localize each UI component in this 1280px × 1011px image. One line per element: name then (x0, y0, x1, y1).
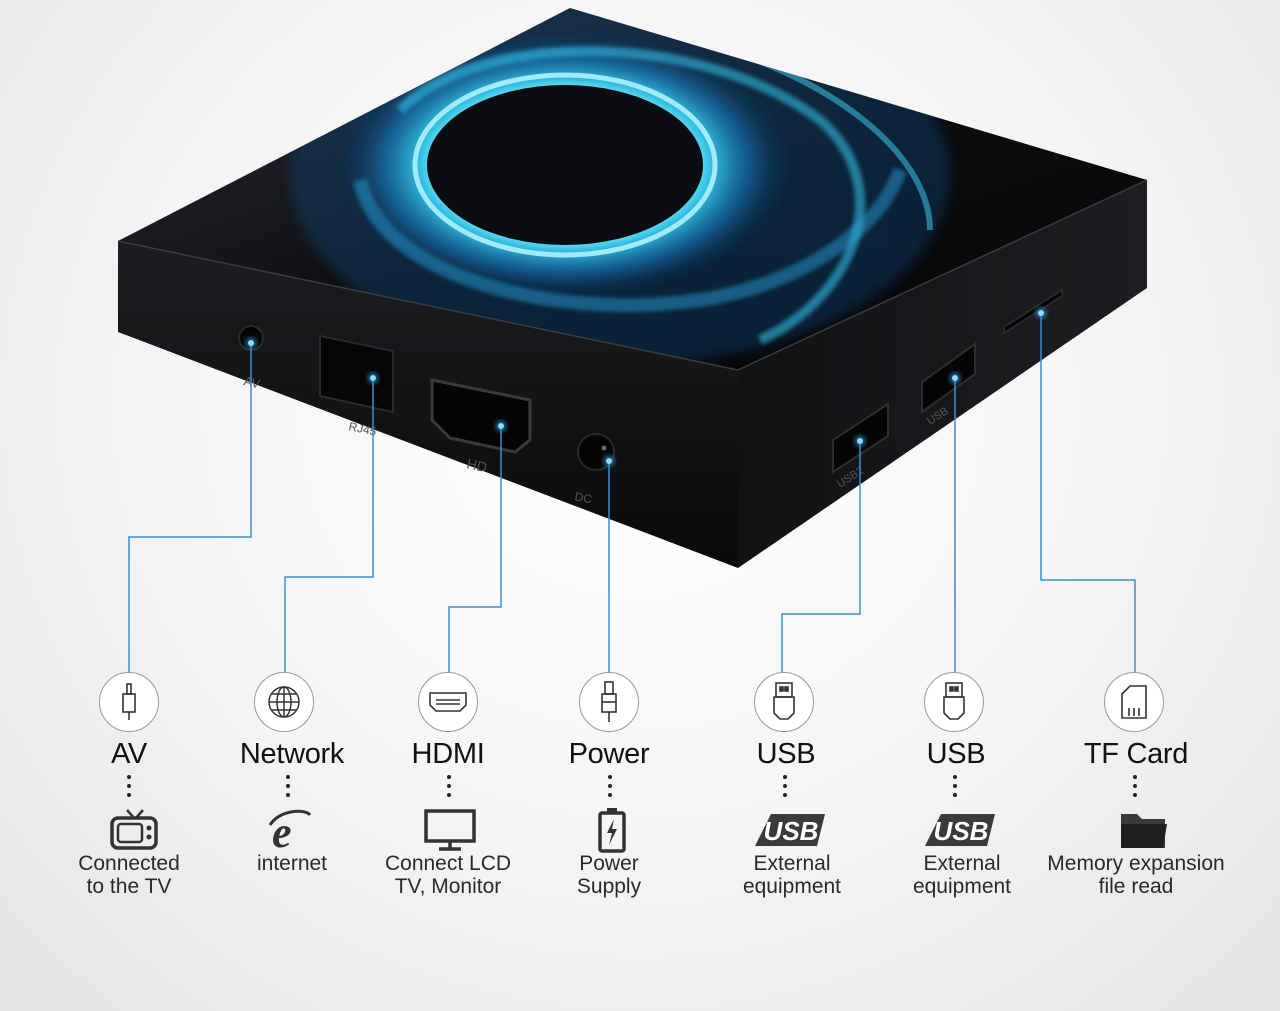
port-description: Connect LCD TV, Monitor (384, 852, 512, 898)
port-description: External equipment (742, 852, 842, 898)
usb-plug-icon (754, 672, 814, 732)
ethernet-port (319, 334, 394, 414)
hdmi-port-icon (418, 672, 478, 732)
av-port-label: AV (242, 373, 261, 391)
av-connector (128, 343, 252, 672)
audio-jack-icon (99, 672, 159, 732)
port-title: USB (756, 738, 816, 770)
hdmi-connector (448, 426, 502, 672)
port-title: AV (111, 738, 147, 770)
dotted-separator (952, 775, 958, 801)
port-title: TF Card (1083, 738, 1189, 770)
port-title: Power (568, 738, 650, 770)
battery-icon (582, 806, 642, 854)
internet-explorer-icon: e (260, 806, 320, 854)
tv-icon (104, 806, 164, 854)
globe-icon (254, 672, 314, 732)
port-item-hdmi: HDMI Connect LCD TV, Monitor (348, 0, 548, 1011)
port-title: HDMI (411, 738, 485, 770)
svg-text:USB: USB (764, 816, 819, 846)
connector-lines (128, 313, 1136, 672)
blue-ring-graphic (290, 8, 950, 365)
port-description: Connected to the TV (78, 852, 180, 898)
port-item-av: AV Connected to the TV (29, 0, 229, 1011)
dotted-separator (446, 775, 452, 801)
dotted-separator (607, 775, 613, 801)
usb-plug-icon (924, 672, 984, 732)
dotted-separator (126, 775, 132, 801)
sd-card-icon (1104, 672, 1164, 732)
dotted-separator (782, 775, 788, 801)
power-plug-icon (579, 672, 639, 732)
dc-port-label: DC (573, 489, 593, 506)
tv-box-device: AV RJ45 HD DC USB2 USB (117, 8, 1148, 568)
box-front-face (118, 241, 738, 568)
usb-logo-icon: USB (750, 806, 830, 854)
usb1-connector (781, 441, 861, 672)
port-highlight-dots (245, 307, 1047, 467)
tf-connector (1040, 313, 1136, 672)
usb-port-2 (921, 342, 976, 414)
port-description: Memory expansion file read (1047, 852, 1225, 898)
port-item-network: Network e internet (192, 0, 392, 1011)
monitor-icon (420, 806, 480, 854)
port-item-power: Power Power Supply (509, 0, 709, 1011)
hdmi-port-label: HD (465, 455, 488, 475)
dotted-separator (285, 775, 291, 801)
folder-icon (1114, 806, 1174, 854)
port-description: External equipment (912, 852, 1012, 898)
port-description: Power Supply (576, 852, 642, 898)
port-item-usb-2: USB USB External equipment (856, 0, 1056, 1011)
port-item-tf-card: TF Card Memory expansion file read (1036, 0, 1236, 1011)
port-item-usb-1: USB USB External equipment (686, 0, 886, 1011)
dotted-separator (1132, 775, 1138, 801)
port-title: Network (239, 738, 345, 770)
tf-card-slot (1003, 288, 1063, 335)
network-connector (284, 378, 374, 672)
hdmi-port (430, 378, 532, 454)
svg-text:USB: USB (934, 816, 989, 846)
port-description: internet (256, 852, 328, 875)
ethernet-port-label: RJ45 (347, 419, 378, 439)
usb-logo-icon: USB (920, 806, 1000, 854)
port-title: USB (926, 738, 986, 770)
